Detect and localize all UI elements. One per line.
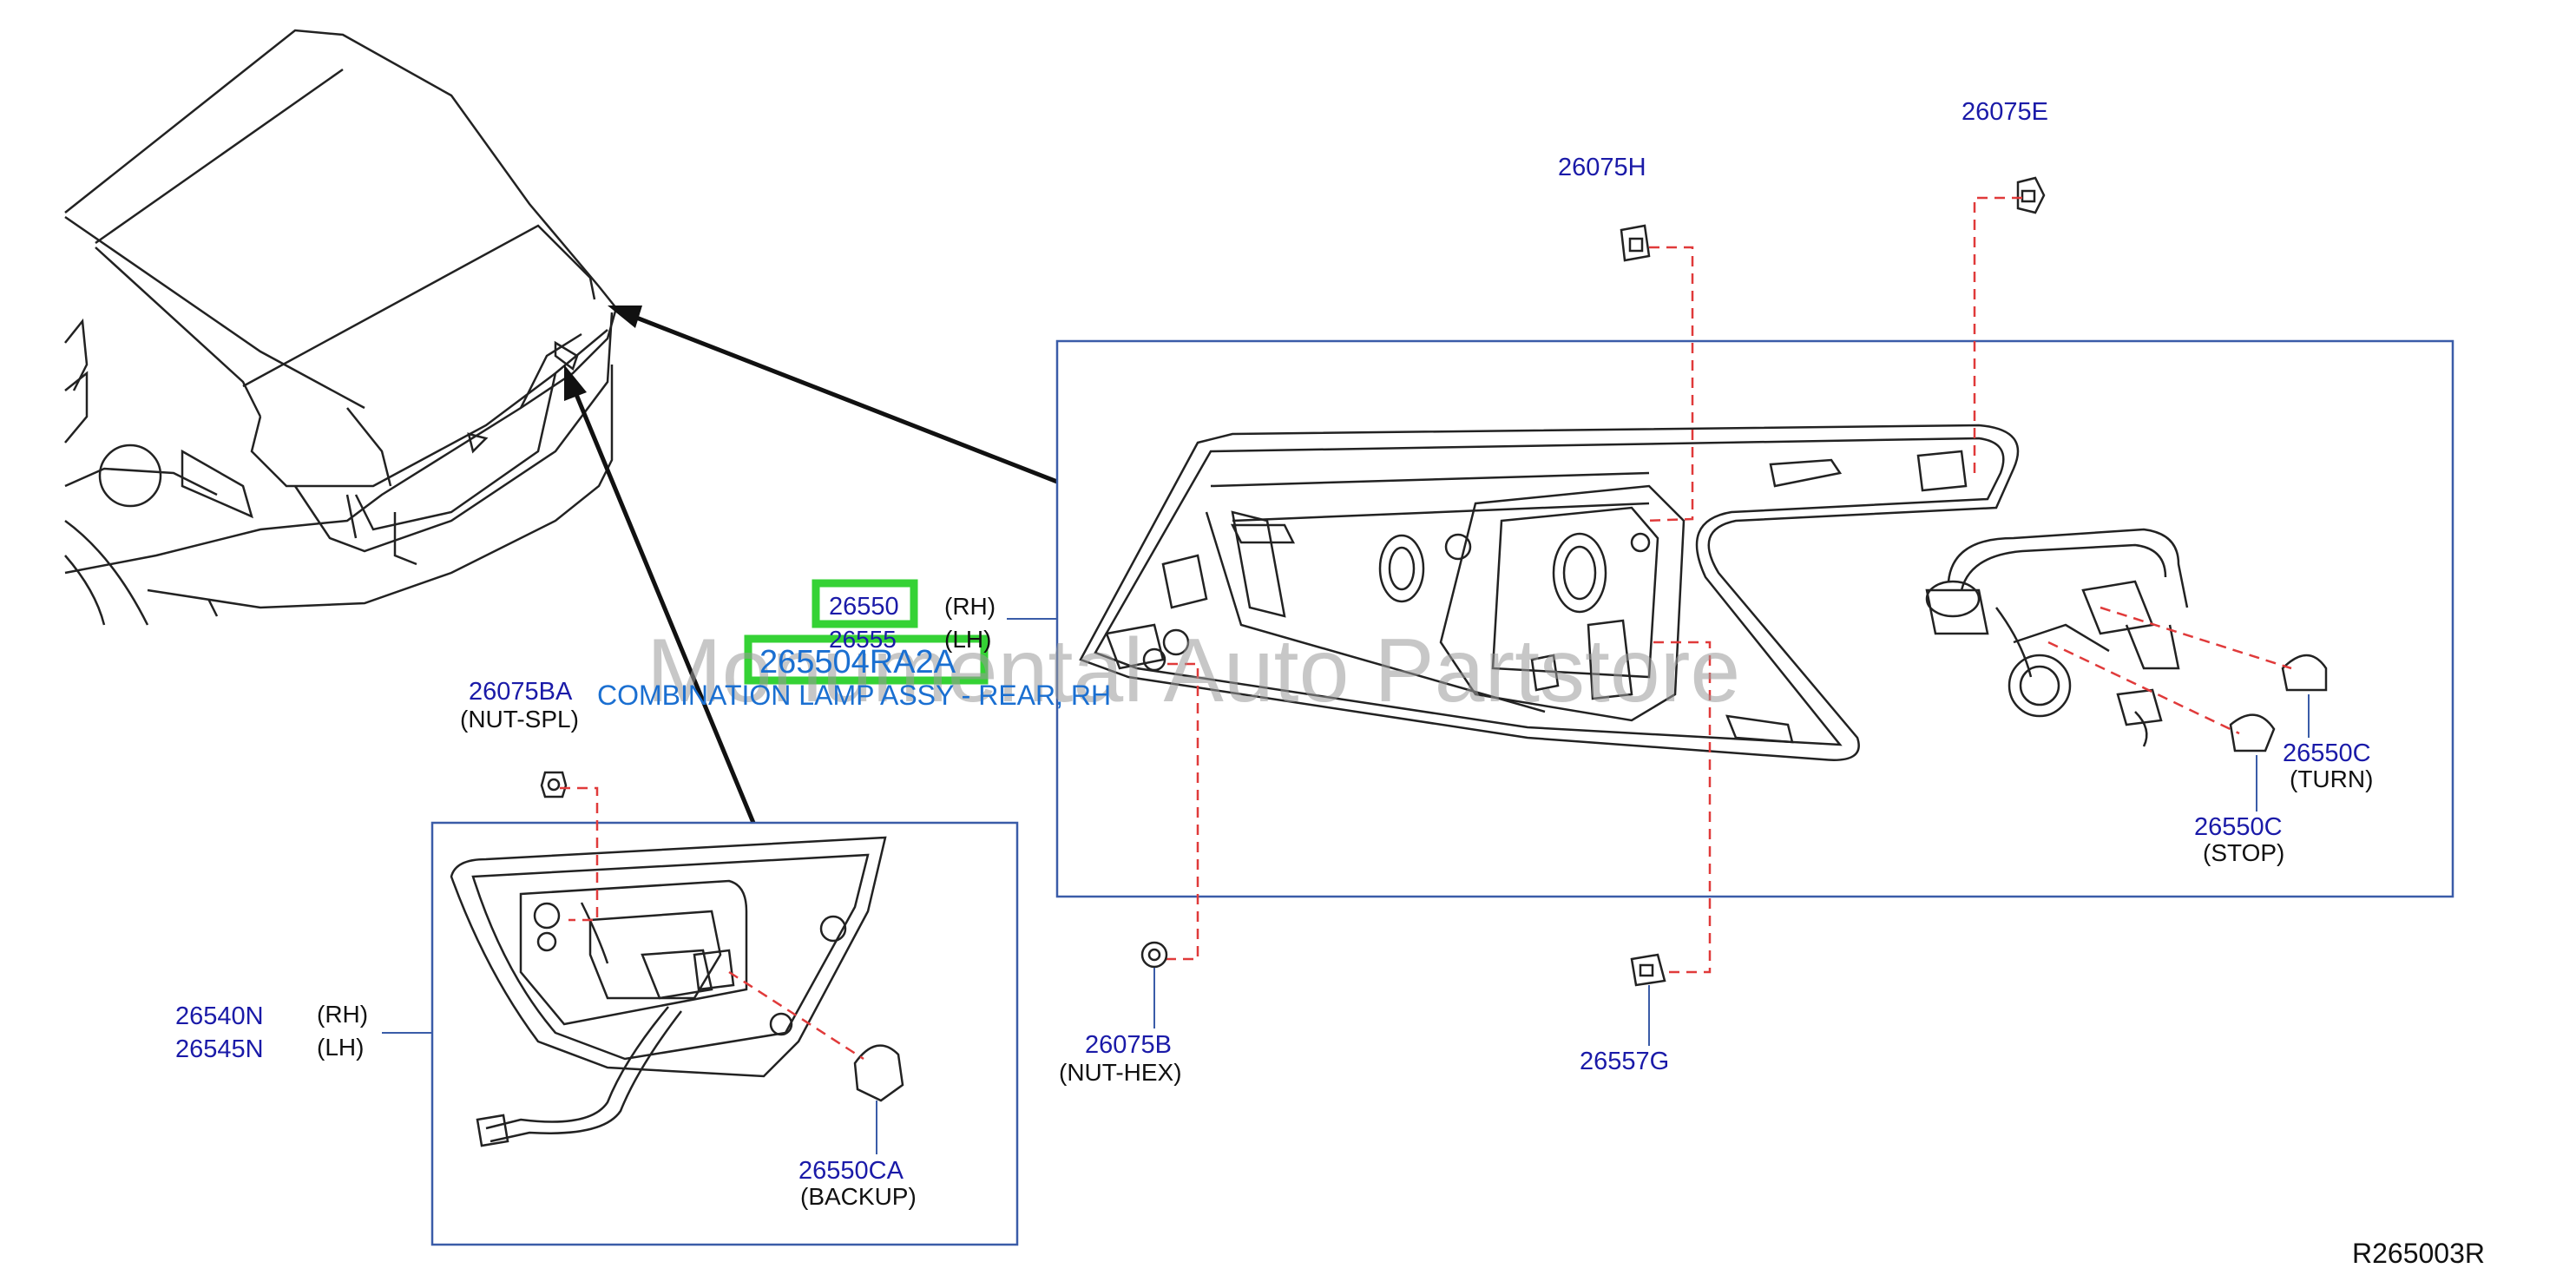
part-26555[interactable]: 26555	[829, 626, 897, 653]
bulb-stop	[2229, 713, 2276, 752]
part-265504RA2A[interactable]: 265504RA2A	[759, 644, 956, 680]
part-26557G[interactable]: 26557G	[1580, 1048, 1669, 1075]
clip-26075H	[1620, 224, 1651, 262]
part-26075E[interactable]: 26075E	[1962, 98, 2048, 126]
note-backup: (BACKUP)	[800, 1183, 917, 1210]
note-nut-hex: (NUT-HEX)	[1059, 1059, 1182, 1086]
label-lh-main: (LH)	[944, 626, 991, 653]
car-rear-illustration	[64, 29, 618, 626]
inner-lamp-body	[450, 836, 887, 1147]
socket-wiring	[1925, 528, 2189, 747]
label-lh-inner: (LH)	[317, 1034, 364, 1061]
part-26545N[interactable]: 26545N	[175, 1035, 264, 1063]
part-26075B[interactable]: 26075B	[1085, 1031, 1172, 1059]
inner-lamp-frame	[430, 821, 1019, 1246]
outer-lamp-body	[1079, 424, 2020, 761]
bulb-backup	[853, 1044, 904, 1102]
clip-26075E	[2016, 176, 2046, 214]
nut-26075BA	[540, 771, 568, 798]
reference-code: R265003R	[2352, 1238, 2485, 1269]
part-26540N[interactable]: 26540N	[175, 1002, 264, 1030]
note-stop: (STOP)	[2203, 839, 2284, 866]
assembly-description: COMBINATION LAMP ASSY - REAR, RH	[597, 680, 1111, 711]
location-arrows	[564, 306, 1058, 824]
part-26550[interactable]: 26550	[829, 593, 899, 621]
label-rh-inner: (RH)	[317, 1001, 368, 1028]
note-turn: (TURN)	[2290, 766, 2373, 792]
nut-26075B	[1140, 941, 1168, 969]
part-26075H[interactable]: 26075H	[1558, 154, 1646, 181]
part-26550CA[interactable]: 26550CA	[798, 1157, 904, 1185]
label-rh-main: (RH)	[944, 593, 996, 620]
bulb-turn	[2281, 654, 2328, 692]
part-26550C-stop[interactable]: 26550C	[2194, 813, 2283, 841]
part-26075BA[interactable]: 26075BA	[469, 678, 573, 706]
part-26550C-turn[interactable]: 26550C	[2283, 739, 2371, 767]
watermark: Monumental Auto Partstore	[647, 621, 1740, 721]
clip-26557G	[1630, 953, 1666, 987]
highlight-265504RA2A	[744, 634, 989, 685]
highlight-26550	[812, 579, 918, 628]
note-nut-spl: (NUT-SPL)	[460, 706, 579, 733]
